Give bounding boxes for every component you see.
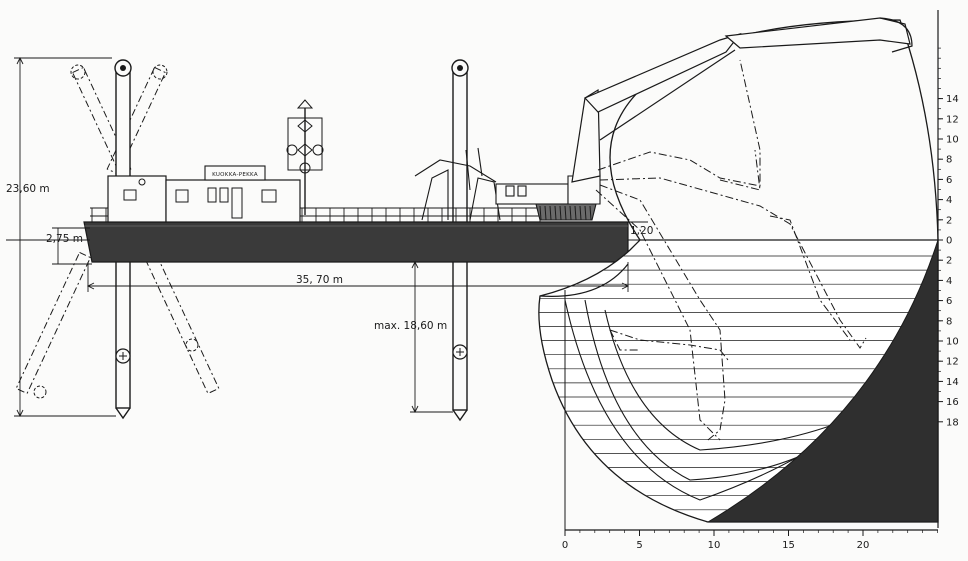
- reach-tick-label: 15: [782, 540, 795, 551]
- depth-tick-label: 2: [946, 215, 952, 226]
- depth-tick-label: 6: [946, 296, 952, 307]
- dimension-lines: [6, 56, 648, 418]
- hull-group: [83, 207, 629, 263]
- hull: [83, 221, 629, 263]
- reach-tick-label: 5: [636, 540, 642, 551]
- digging-envelope: [538, 19, 939, 523]
- depth-tick-label: 6: [946, 175, 952, 186]
- vessel-name-label: KUOKKA-PEKKA: [212, 172, 258, 178]
- reach-scale: 0 5 10 15 20: [562, 290, 938, 551]
- depth-tick-label: 14: [946, 377, 959, 388]
- excavator-arm-raised: [571, 17, 913, 183]
- excavator-base: [495, 175, 601, 221]
- depth-tick-label: 8: [946, 155, 952, 166]
- hull-length-label: 35, 70 m: [296, 274, 343, 286]
- depth-tick-label: 10: [946, 337, 959, 348]
- depth-tick-label: 2: [946, 256, 952, 267]
- excavator-arm-positions: [595, 59, 867, 441]
- reach-tick-label: 20: [857, 540, 870, 551]
- depth-scale: 14 12 10 8 6 4 2 0 2 4 6 8 10 12 14 16 18: [937, 10, 959, 528]
- max-spud-depth-label: max. 18,60 m: [374, 320, 447, 332]
- depth-tick-label: 12: [946, 357, 959, 368]
- reach-tick-label: 0: [562, 540, 568, 551]
- upper-reach-arc: [609, 19, 939, 241]
- depth-tick-label: 10: [946, 135, 959, 146]
- hull-depth-label: 2,75 m: [46, 233, 83, 245]
- depth-tick-label: 8: [946, 316, 952, 327]
- depth-tick-label: 4: [946, 276, 952, 287]
- signal-mast: [287, 117, 323, 171]
- depth-tick-label: 12: [946, 114, 959, 125]
- depth-tick-label: 18: [946, 417, 959, 428]
- depth-tick-label: 0: [946, 236, 952, 247]
- depth-tick-label: 4: [946, 195, 952, 206]
- depth-tick-label: 16: [946, 397, 959, 408]
- spud-length-label: 23,60 m: [6, 183, 50, 195]
- deckhouse: KUOKKA-PEKKA: [107, 99, 324, 223]
- freeboard-label: 1,20: [630, 225, 653, 237]
- reach-tick-label: 10: [708, 540, 721, 551]
- depth-tick-label: 14: [946, 94, 959, 105]
